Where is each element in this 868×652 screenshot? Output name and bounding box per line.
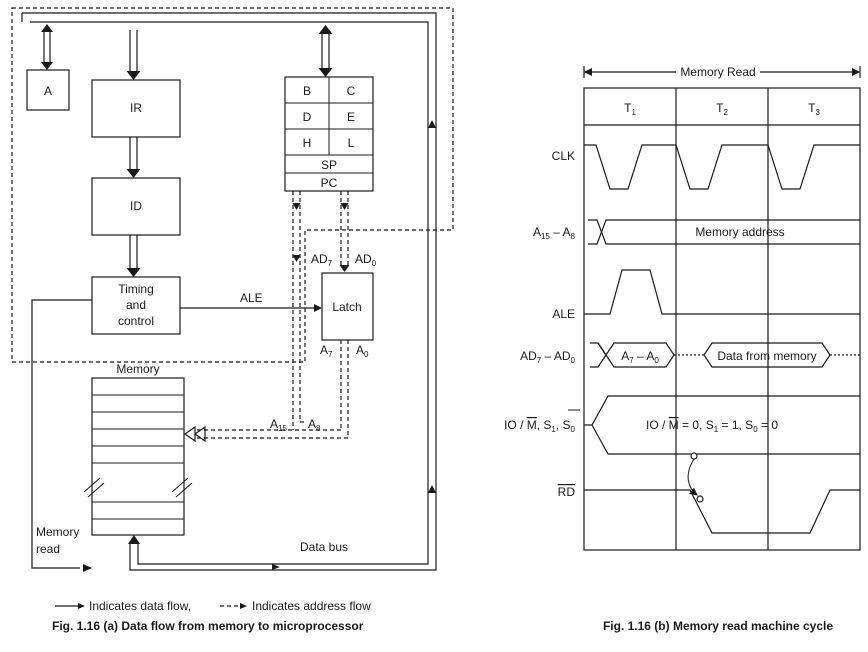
signal-iom-label: IO / M, S1, S0 (504, 418, 575, 434)
rd-waveform (584, 489, 860, 534)
register-h: H (303, 136, 312, 150)
register-b: B (303, 84, 311, 98)
iom-to-rd-arrow (687, 458, 698, 496)
a8-label: A8 (308, 417, 321, 433)
state-t2: T2 (716, 101, 728, 117)
internal-bus-inner (30, 21, 429, 565)
legend-data-flow: Indicates data flow, (89, 599, 191, 613)
address-arrow-head (183, 425, 196, 443)
register-sp: SP (321, 158, 337, 172)
latch-box (321, 272, 374, 341)
caption-right: Fig. 1.16 (b) Memory read machine cycle (603, 619, 833, 633)
a15-label: A15 (270, 417, 287, 433)
caption-left: Fig. 1.16 (a) Data flow from memory to m… (52, 619, 364, 633)
memory-block (83, 377, 193, 536)
register-e: E (347, 110, 355, 124)
a0-label: A0 (356, 343, 369, 359)
legend-address-flow: Indicates address flow (252, 599, 371, 613)
ad7-label: AD7 (311, 252, 333, 268)
signal-clk-label: CLK (552, 149, 575, 163)
address-low-lines (340, 191, 349, 266)
timing-label-2: and (126, 298, 146, 312)
ad0-label: AD0 (355, 252, 377, 268)
bus-arrow-left (272, 564, 280, 570)
register-d: D (303, 110, 312, 124)
dataflow-diagram: A IR ID Timing and control ALE Memory re… (11, 7, 454, 633)
register-c: C (347, 84, 356, 98)
memory-read-line (31, 299, 92, 569)
a7-label: A7 (320, 343, 333, 359)
addr-high-waveform (588, 219, 860, 245)
signal-ad-label: AD7 – AD0 (520, 349, 575, 365)
iom-state-value: IO / M = 0, S1 = 1, S0 = 0 (646, 418, 778, 434)
clk-waveform (584, 144, 860, 190)
timing-label-3: control (118, 314, 154, 328)
state-t3: T3 (808, 101, 820, 117)
register-file: B C D E H L SP PC (284, 76, 374, 192)
memory-title: Memory (116, 362, 159, 376)
data-bus-label: Data bus (300, 540, 348, 554)
memory-address-value: Memory address (695, 225, 784, 239)
latch-label: Latch (332, 300, 361, 314)
memory-read-label-1: Memory (36, 525, 79, 539)
accumulator-label: A (44, 84, 52, 98)
id-box (91, 177, 181, 236)
a7-a0-value: A7 – A0 (621, 349, 659, 365)
iom-waveform (584, 395, 860, 455)
signal-addr-high-label: A15 – A8 (533, 225, 576, 241)
timing-title: Memory Read (680, 65, 755, 79)
register-l: L (348, 136, 355, 150)
timing-diagram: Memory Read T1 T2 T3 CLK A15 – A8 Memory… (504, 65, 861, 551)
signal-rd-label: RD (558, 485, 576, 499)
accumulator-box (26, 69, 70, 111)
signal-ale-label: ALE (552, 307, 575, 321)
memory-read-label-2: read (36, 542, 60, 556)
bus-arrow-up-1 (428, 120, 436, 128)
ad-address-waveform (597, 342, 675, 368)
timing-control-box (91, 276, 181, 335)
data-from-memory-value: Data from memory (717, 349, 816, 363)
ir-label: IR (130, 101, 142, 115)
cpu-boundary (11, 7, 454, 363)
ir-box (91, 79, 181, 138)
id-label: ID (130, 199, 142, 213)
memory-in-arrow (128, 535, 140, 544)
bus-arrow-up-2 (428, 485, 436, 493)
timing-label-1: Timing (118, 282, 154, 296)
state-t1: T1 (624, 101, 636, 117)
address-bus-to-memory (195, 429, 348, 439)
internal-bus-outer (22, 12, 437, 571)
ale-line-label: ALE (240, 291, 263, 305)
ale-waveform (584, 269, 860, 315)
legend: Indicates data flow, Indicates address f… (55, 599, 371, 613)
register-pc: PC (321, 176, 338, 190)
timing-frame (583, 87, 861, 551)
address-high-lines (292, 191, 301, 430)
